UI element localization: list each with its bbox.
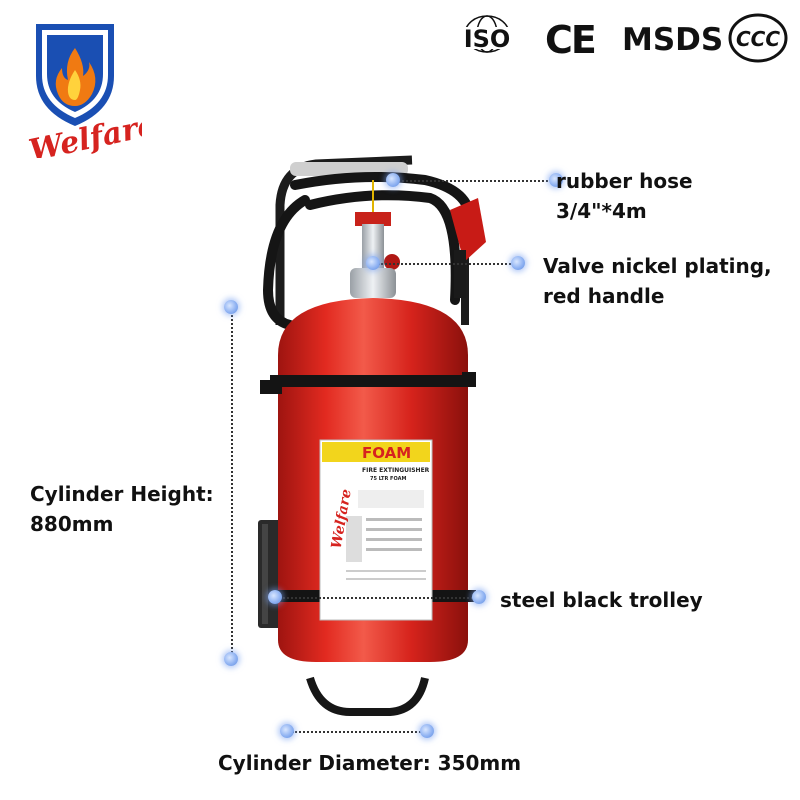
height-dimension-line (231, 308, 233, 660)
trolley-callout: steel black trolley (500, 588, 703, 612)
fire-extinguisher-image: FOAM FIRE EXTINGUISHER 75 LTR FOAM Welfa… (258, 155, 486, 716)
valve-label-line2: red handle (543, 284, 665, 308)
ccc-text: CCC (736, 27, 780, 51)
trolley-marker-dot (268, 590, 282, 604)
hose-nozzle (450, 198, 486, 262)
product-label-panel: FOAM FIRE EXTINGUISHER 75 LTR FOAM Welfa… (319, 439, 433, 621)
rubber-hose (262, 171, 475, 330)
diameter-dimension-line (292, 731, 424, 733)
diameter-left-dot (280, 724, 294, 738)
valve-label-dot (511, 256, 525, 270)
valve-label-line1: Valve nickel plating, (543, 254, 772, 278)
height-bottom-dot (224, 652, 238, 666)
height-callout: Cylinder Height: 880mm (30, 479, 214, 539)
valve (350, 180, 400, 298)
panel-title: FOAM (362, 444, 411, 462)
iso-mark: ISO (452, 15, 522, 53)
hose-label-line1: rubber hose (556, 169, 693, 193)
ccc-mark: CCC (728, 13, 788, 63)
height-top-dot (224, 300, 238, 314)
welfare-logo: Welfare (26, 24, 142, 158)
diameter-callout: Cylinder Diameter: 350mm (218, 751, 522, 775)
height-label-line2: 880mm (30, 512, 114, 536)
height-label-line1: Cylinder Height: (30, 482, 214, 506)
msds-mark: MSDS (622, 22, 724, 58)
hose-callout: rubber hose 3/4"*4m (556, 166, 693, 226)
trolley-label-dot (472, 590, 486, 604)
panel-capacity: 75 LTR FOAM (370, 476, 406, 482)
trolley-leader-line (280, 597, 476, 599)
panel-subtitle: FIRE EXTINGUISHER (362, 467, 430, 474)
ce-mark: CE (545, 18, 597, 62)
valve-marker-dot (366, 256, 380, 270)
hose-label-dot (549, 173, 563, 187)
valve-leader-line (378, 263, 518, 265)
iso-text: ISO (464, 25, 511, 53)
hose-label-line2: 3/4"*4m (556, 199, 647, 223)
hose-marker-dot (386, 173, 400, 187)
hose-leader-line (394, 180, 556, 182)
diameter-right-dot (420, 724, 434, 738)
valve-callout: Valve nickel plating, red handle (543, 251, 772, 311)
